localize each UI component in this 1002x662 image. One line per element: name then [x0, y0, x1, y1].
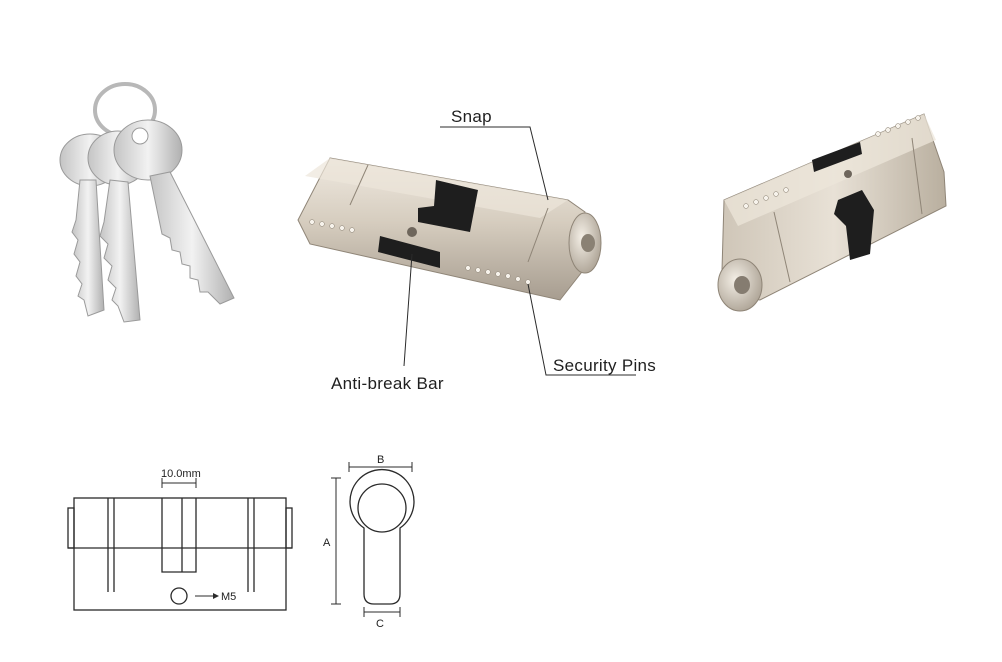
keys-image	[59, 82, 235, 323]
key-right	[113, 119, 235, 305]
profile-drawing	[331, 462, 415, 617]
screw-size-label: M5	[221, 591, 236, 603]
cylinder-right-cam	[834, 190, 874, 260]
screw-hole	[170, 587, 188, 605]
side-view-drawing	[67, 478, 293, 611]
dimension-b-label: B	[377, 454, 384, 466]
cam-outline	[161, 498, 197, 573]
cylinder-right-image	[717, 113, 947, 312]
cylinder-center-image	[297, 157, 602, 301]
dimension-c-label: C	[376, 618, 384, 630]
anti-break-bar-label: Anti-break Bar	[331, 374, 444, 393]
snap-label: Snap	[451, 107, 492, 126]
dimension-a-label: A	[323, 537, 331, 549]
cylinder-center-snap-cam	[418, 180, 478, 232]
cylinder-center-anti-break-bar	[378, 236, 440, 268]
anti-break-leader	[403, 253, 413, 367]
profile-outline	[349, 468, 415, 605]
security-pins-label: Security Pins	[553, 356, 656, 375]
callout-lines	[403, 126, 636, 376]
security-pins-leader	[527, 283, 636, 376]
snap-leader	[440, 126, 549, 201]
width-dimension-label: 10.0mm	[161, 468, 201, 480]
